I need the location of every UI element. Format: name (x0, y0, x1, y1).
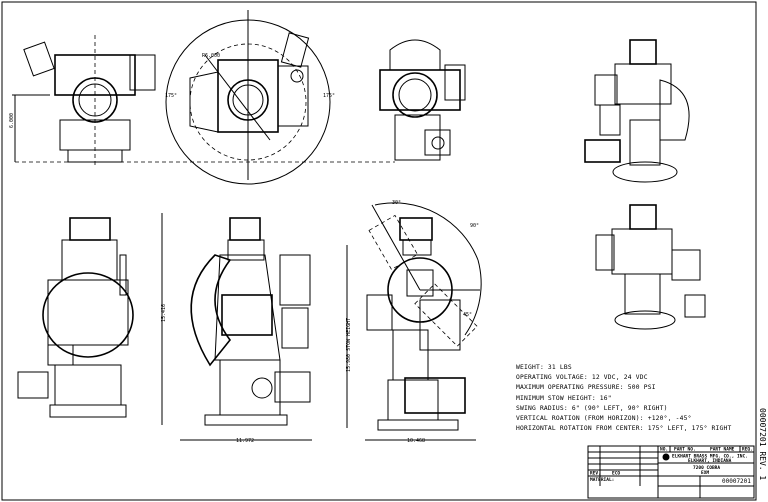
tb-rev: REV. (590, 471, 601, 477)
tb-city: ELKHART, INDIANA (688, 458, 732, 464)
dim-top-height: 6.000 (9, 113, 15, 128)
dim-front-width: 10.468 (407, 438, 425, 444)
tb-part-name: PART NAME (710, 447, 735, 453)
tb-eco: ECO (612, 471, 620, 477)
spec-stow-height: MINIMUM STOW HEIGHT: 16" (516, 394, 612, 402)
tb-no: NO. (660, 447, 668, 453)
dim-swing-radius: R6.000 (202, 53, 220, 59)
tb-variant: EXM (701, 470, 709, 476)
dim-angle-30: 30° (392, 200, 401, 206)
tb-company: ELKHART BRASS MFG. CO., INC. (672, 454, 748, 460)
tb-part-no: PART NO. (674, 447, 696, 453)
front-elevation (366, 202, 482, 431)
dim-rotation-left: 175° (165, 93, 177, 99)
specifications-list: WEIGHT: 31 LBS OPERATING VOLTAGE: 12 VDC… (516, 363, 732, 434)
rear-top-view (23, 35, 156, 165)
isometric-view-upper (584, 39, 690, 183)
tb-req: REQ. (742, 447, 753, 453)
spec-horizontal-rotation: HORIZONTAL ROTATION FROM CENTER: 175° LE… (516, 425, 732, 433)
spec-pressure: MAXIMUM OPERATING PRESSURE: 500 PSI (516, 384, 656, 392)
dim-stow-height: 15.980 STOW HEIGHT (346, 318, 352, 372)
spec-vertical-rotation: VERTICAL ROATION (FROM HORIZON): +120°, … (516, 415, 692, 423)
top-view (165, 10, 331, 185)
dim-angle-90: 90° (470, 223, 479, 229)
dim-side-width: 11.972 (236, 438, 254, 444)
spec-swing-radius: SWING RADIUS: 6" (90° LEFT, 90° RIGHT) (516, 404, 668, 412)
title-block (587, 445, 755, 499)
side-drawing-number: 00007201 REV. 1 (758, 408, 767, 481)
side-elevation (190, 217, 311, 426)
spec-weight: WEIGHT: 31 LBS (516, 364, 572, 371)
tb-material: MATERIAL: (590, 477, 614, 483)
dim-angle-45: 45° (463, 312, 472, 318)
dim-rotation-right: 175° (323, 93, 335, 99)
tb-dwg-no: 00007201 (722, 478, 751, 485)
isometric-view-lower (595, 204, 706, 330)
dim-side-height: 15.416 (161, 304, 167, 322)
front-top-view (379, 39, 466, 161)
rear-elevation (17, 217, 134, 418)
tb-product: 7200 COBRA (693, 465, 720, 471)
spec-voltage: OPERATING VOLTAGE: 12 VDC, 24 VDC (516, 374, 648, 382)
